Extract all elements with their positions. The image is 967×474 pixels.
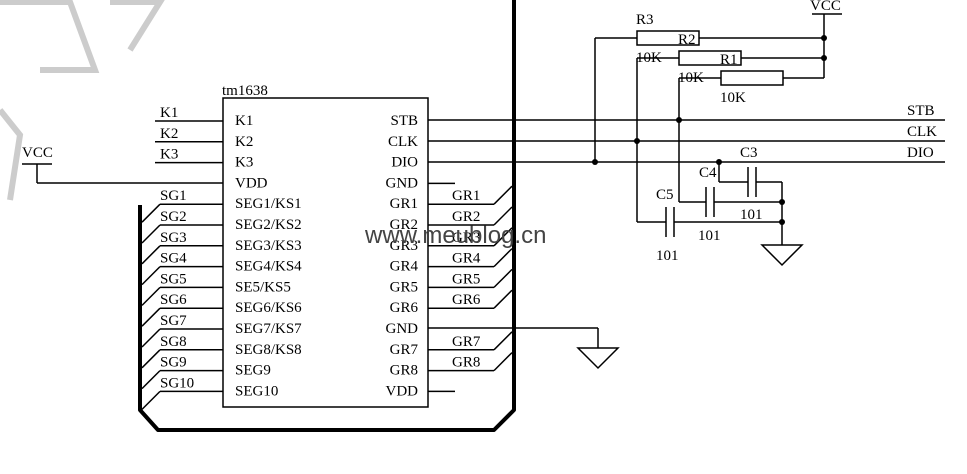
- bus-label-clk: CLK: [907, 124, 937, 140]
- chip-right-pin: DIO: [391, 155, 418, 171]
- chip-left-pin: SE5/KS5: [235, 279, 291, 295]
- chip-left-pin: SEG2/KS2: [235, 217, 302, 233]
- chip-right-pin: VDD: [386, 383, 419, 399]
- c4-value: 101: [698, 228, 721, 244]
- resistor-r3: R3 10K: [594, 12, 824, 162]
- right-net-label: GR2: [452, 209, 480, 225]
- left-net-label: SG7: [160, 313, 187, 329]
- c5-value: 101: [656, 248, 679, 264]
- left-net-label: SG1: [160, 188, 187, 204]
- r2-ref: R2: [678, 32, 696, 48]
- left-net-label: K3: [160, 147, 178, 163]
- bus-label-stb: STB: [907, 103, 935, 119]
- right-vcc-label: VCC: [810, 0, 841, 14]
- chip-right-pin: GR8: [390, 363, 418, 379]
- ground-symbol-center: [428, 327, 620, 370]
- left-net-label: SG9: [160, 355, 187, 371]
- chip-left-pin: SEG7/KS7: [235, 321, 302, 337]
- right-net-label: GR1: [452, 188, 480, 204]
- r3-ref: R3: [636, 12, 654, 28]
- chip-left-pin: K3: [235, 155, 253, 171]
- left-net-label: SG4: [160, 251, 187, 267]
- left-vcc-label: VCC: [22, 145, 53, 161]
- chip-left-pin: SEG10: [235, 383, 278, 399]
- left-net-label: SG2: [160, 209, 187, 225]
- chip-left-pin: SEG9: [235, 363, 271, 379]
- bus-label-dio: DIO: [907, 145, 934, 161]
- chip-right-pin: GR7: [390, 342, 419, 358]
- c5-ref: C5: [656, 187, 674, 203]
- right-net-label: GR5: [452, 271, 480, 287]
- right-net-label: GR3: [452, 230, 480, 246]
- resistor-r2: R2 10K: [636, 32, 824, 141]
- chip-right-pin: GR3: [390, 238, 418, 254]
- right-net-label: GR6: [452, 292, 481, 308]
- capacitor-c5: C5 101: [636, 141, 782, 264]
- ground-symbol-right: [760, 182, 804, 267]
- left-bus: [138, 8, 516, 432]
- r1-ref: R1: [720, 52, 738, 68]
- chip-left-pin: SEG6/KS6: [235, 300, 302, 316]
- c3-ref: C3: [740, 145, 758, 161]
- capacitor-c4: C4 101: [678, 120, 782, 244]
- chip-right-pin: GND: [386, 321, 419, 337]
- right-vcc: VCC: [810, 0, 842, 78]
- c3-value: 101: [740, 207, 763, 223]
- chip-right-pin: CLK: [388, 134, 418, 150]
- chip-name: tm1638: [222, 83, 268, 99]
- chip-right-pin: GR2: [390, 217, 418, 233]
- left-net-label: K2: [160, 126, 178, 142]
- c4-ref: C4: [699, 165, 717, 181]
- chip-left-pin: SEG3/KS3: [235, 238, 302, 254]
- chip-right-pin: GR6: [390, 300, 419, 316]
- chip-body: [222, 97, 429, 408]
- chip-right-pin: GR4: [390, 259, 419, 275]
- right-net-label: GR4: [452, 251, 481, 267]
- chip-left-pin: SEG4/KS4: [235, 259, 302, 275]
- chip-left-pin: VDD: [235, 175, 268, 191]
- chip-right-pin: GR5: [390, 279, 418, 295]
- signal-bus: STB CLK DIO: [428, 103, 945, 163]
- left-net-label: SG6: [160, 292, 187, 308]
- left-vcc: VCC: [22, 145, 223, 184]
- left-net-label: K1: [160, 105, 178, 121]
- right-net-label: GR7: [452, 334, 481, 350]
- r1-value: 10K: [720, 90, 746, 106]
- chip-left-pin: SEG1/KS1: [235, 196, 302, 212]
- corner-decoration: [0, 0, 165, 201]
- chip-right-pin: GR1: [390, 196, 418, 212]
- resistor-r1: R1 10K: [678, 52, 824, 120]
- chip-right-pin: STB: [390, 113, 418, 129]
- capacitor-c3: C3 101: [718, 145, 782, 223]
- left-net-label: SG8: [160, 334, 187, 350]
- chip-left-pin: K1: [235, 113, 253, 129]
- left-net-label: SG10: [160, 375, 194, 391]
- chip-right-pin: GND: [386, 175, 419, 191]
- left-net-label: SG3: [160, 230, 187, 246]
- left-net-label: SG5: [160, 271, 187, 287]
- watermark: www.meublog.cn: [364, 222, 546, 249]
- chip-left-pin: K2: [235, 134, 253, 150]
- right-net-label: GR8: [452, 355, 480, 371]
- chip-left-pin: SEG8/KS8: [235, 342, 302, 358]
- chip-right-pins: STBCLKDIOGNDGR1GR2GR3GR4GR5GR6GNDGR7GR8V…: [386, 113, 419, 399]
